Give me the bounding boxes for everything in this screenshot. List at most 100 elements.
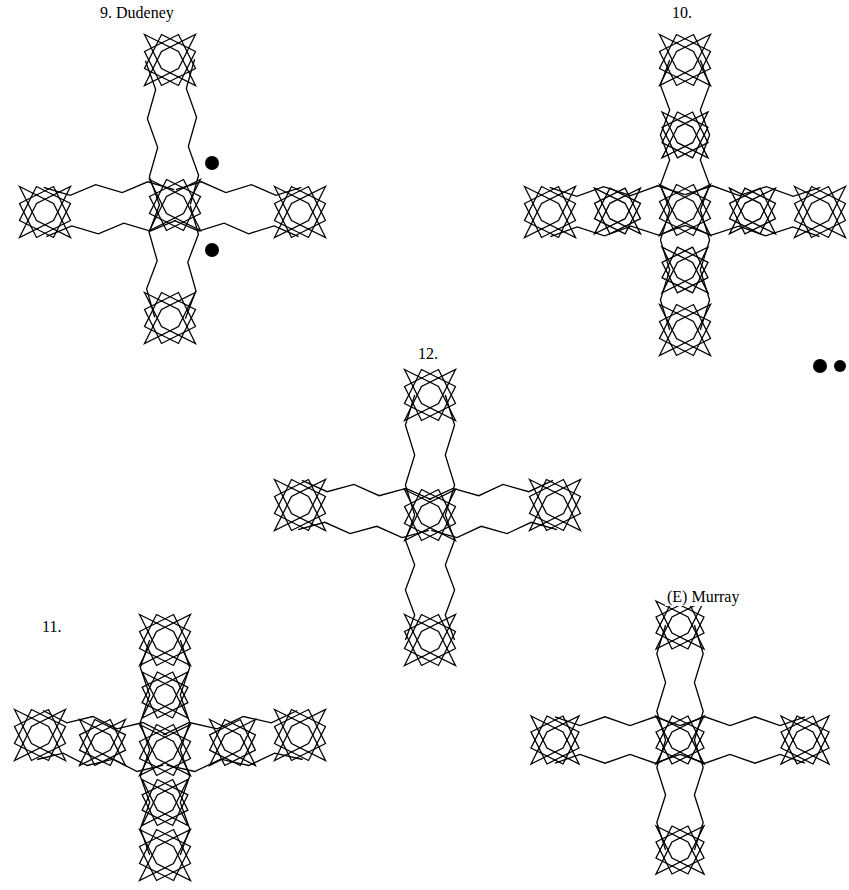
knight-path [657, 625, 666, 740]
knight-path [140, 750, 149, 855]
knight-path [142, 780, 188, 826]
knight-path [176, 182, 302, 196]
knight-path [656, 826, 704, 874]
knight-path [405, 490, 456, 541]
knight-path [550, 225, 685, 236]
figure-label: 10. [670, 4, 694, 22]
knight-path [660, 185, 711, 236]
end-dot [813, 359, 827, 373]
knight-path [700, 210, 709, 330]
knight-path [140, 615, 191, 666]
knight-path [656, 826, 704, 874]
end-dot [205, 156, 219, 170]
knight-path [140, 725, 191, 776]
knight-path [147, 204, 160, 317]
end-dot [205, 243, 219, 257]
knight-path [140, 615, 191, 666]
knight-path [210, 720, 256, 766]
knight-path [37, 753, 163, 771]
figure-label: 12. [416, 345, 440, 363]
knight-path [163, 711, 297, 735]
knight-path [80, 720, 126, 766]
knight-path [150, 180, 201, 231]
knight-path [180, 640, 189, 750]
knight-path [46, 220, 176, 236]
figure-label: 9. Dudeney [98, 4, 176, 22]
knight-path [656, 601, 704, 649]
knight-path [662, 112, 708, 158]
knight-path [660, 305, 711, 356]
knight-path [140, 640, 149, 750]
knight-path [660, 210, 669, 330]
knight-path [660, 35, 711, 86]
knight-path [142, 672, 188, 718]
knight-path [405, 370, 456, 421]
knight-path [694, 625, 703, 740]
knight-path [140, 830, 191, 881]
knight-path [140, 830, 191, 881]
knight-path [656, 826, 704, 874]
knight-path [80, 720, 126, 766]
knight-path [210, 720, 256, 766]
knight-path [150, 180, 201, 231]
knight-path [140, 725, 191, 776]
knight-path [662, 112, 708, 158]
knight-path [429, 480, 553, 499]
knight-path [150, 180, 201, 231]
knight-path [550, 186, 685, 197]
knight-path [657, 740, 666, 850]
knight-path [656, 601, 704, 649]
knight-path [656, 716, 704, 764]
knight-path [302, 480, 431, 499]
knight-path [431, 522, 557, 537]
knight-path [140, 830, 191, 881]
knight-path [662, 112, 708, 158]
knight-path [555, 754, 680, 763]
figure-label: 11. [40, 618, 63, 636]
knight-path [660, 185, 711, 236]
knight-path [445, 395, 454, 515]
knight-path [150, 180, 201, 231]
knight-path [180, 750, 189, 855]
knight-path [142, 672, 188, 718]
knight-path [660, 305, 711, 356]
knight-path [656, 601, 704, 649]
knight-path [80, 720, 126, 766]
knight-path [656, 716, 704, 764]
knight-path [405, 490, 456, 541]
knight-path [145, 293, 196, 344]
knight-path [140, 830, 191, 881]
knight-path [298, 522, 429, 537]
knight-path [44, 182, 175, 196]
knight-path [660, 35, 711, 86]
knight-path [660, 185, 711, 236]
knight-path [662, 247, 708, 293]
knight-path [174, 220, 299, 236]
knight-path [210, 720, 256, 766]
knight-path [405, 370, 456, 421]
knight-path [660, 305, 711, 356]
knight-path [142, 780, 188, 826]
knight-path [140, 725, 191, 776]
knight-path [405, 370, 456, 421]
knight-path [142, 780, 188, 826]
knight-path [185, 206, 198, 319]
knight-path [660, 185, 711, 236]
knight-path [656, 716, 704, 764]
knight-path [15, 710, 66, 761]
knight-path [656, 826, 704, 874]
knight-path [142, 780, 188, 826]
knight-path [140, 615, 191, 666]
knight-path [662, 247, 708, 293]
knight-path [142, 672, 188, 718]
knight-path [405, 515, 414, 640]
knight-path [445, 515, 454, 640]
knight-path [656, 716, 704, 764]
knight-path [680, 717, 805, 726]
knight-path [145, 293, 196, 344]
knight-path [660, 35, 711, 86]
knight-path [662, 247, 708, 293]
knight-path [80, 720, 126, 766]
knight-path [142, 672, 188, 718]
